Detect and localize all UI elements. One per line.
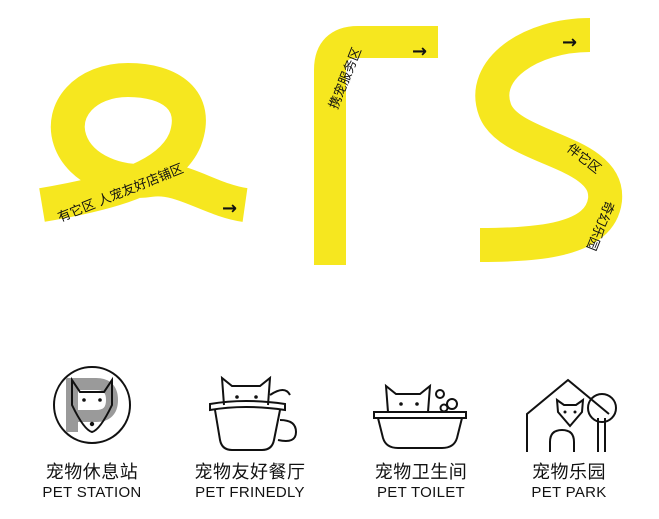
corner-arrow-icon: → [412, 41, 427, 62]
loop-path: 有它区 人宠友好店铺区 → [39, 63, 249, 226]
caption-friendly: 宠物友好餐厅 PET FRINEDLY [180, 458, 320, 501]
cat-bath-icon [373, 383, 467, 449]
corner-path: 携宠服务区 → [314, 26, 438, 265]
s-curve-path: 伴它区 奇幻乐园 → [475, 18, 622, 262]
dog-house-icon [526, 378, 617, 452]
s-curve-arrow-icon: → [562, 32, 577, 53]
cat-cup-icon [209, 375, 298, 451]
caption-toilet-en: PET TOILET [376, 484, 466, 501]
caption-station: 宠物休息站 PET STATION [22, 458, 162, 501]
caption-station-en: PET STATION [42, 484, 142, 501]
caption-toilet: 宠物卫生间 PET TOILET [351, 458, 491, 501]
caption-friendly-en: PET FRINEDLY [195, 484, 305, 501]
caption-park-en: PET PARK [531, 484, 607, 501]
caption-toilet-zh: 宠物卫生间 [374, 462, 468, 483]
loop-arrow-icon: → [222, 198, 237, 219]
caption-station-zh: 宠物休息站 [45, 462, 139, 483]
caption-park: 宠物乐园 PET PARK [499, 458, 639, 501]
dog-pin-icon [53, 366, 131, 444]
caption-friendly-zh: 宠物友好餐厅 [194, 462, 306, 483]
caption-park-zh: 宠物乐园 [532, 462, 606, 483]
